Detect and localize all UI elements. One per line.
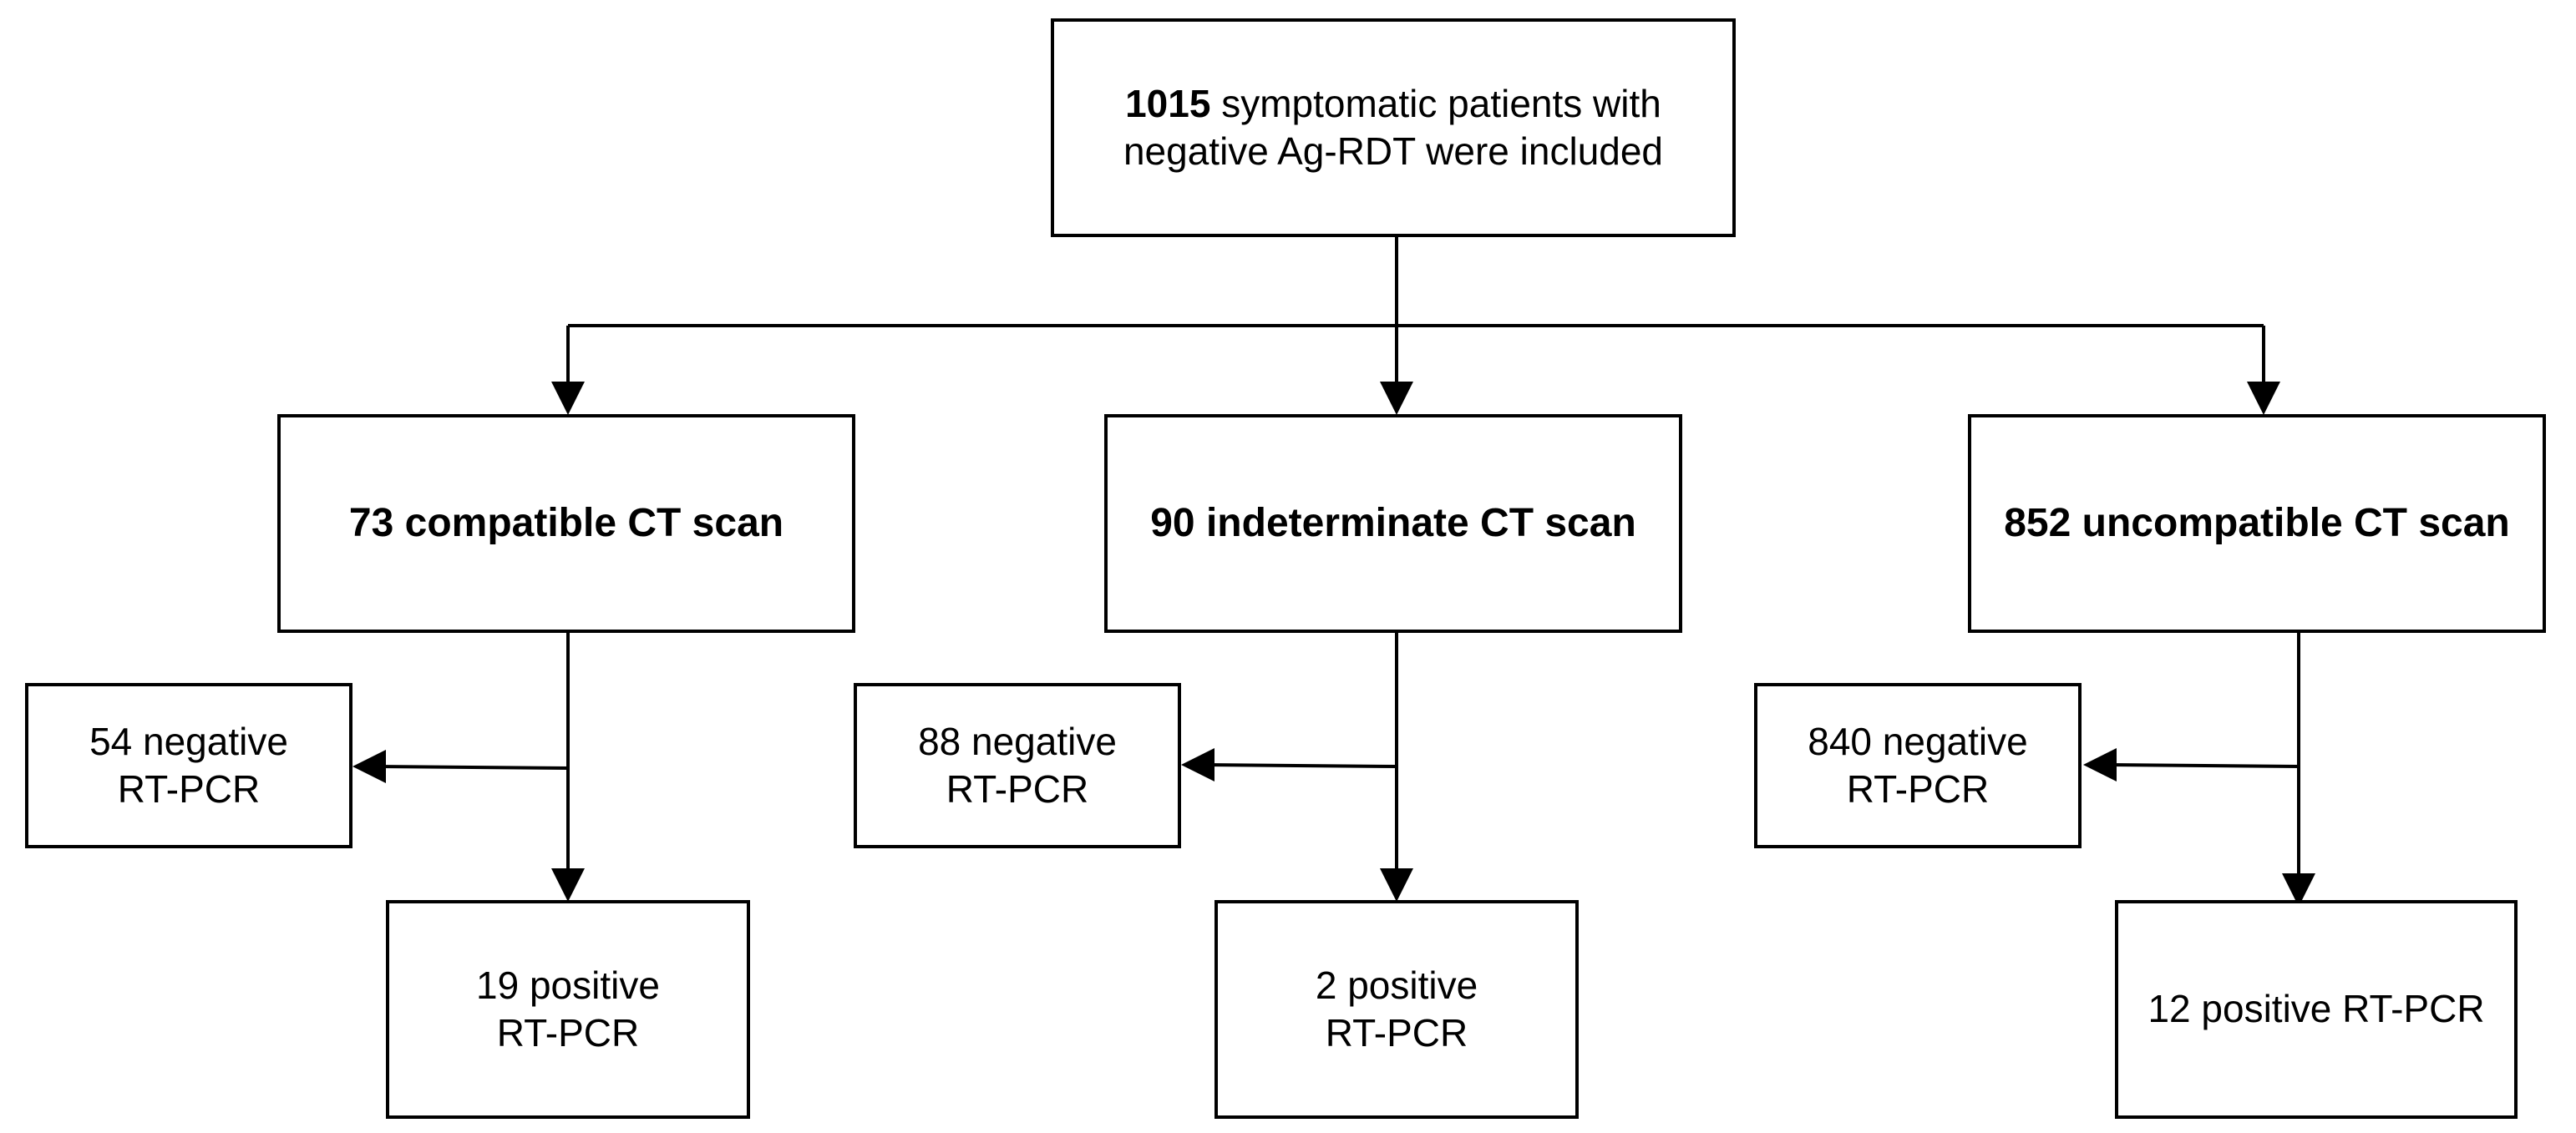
indeterminate-ct-box: 90 indeterminate CT scan [1104,414,1682,633]
connector-indeterminate-negative [1204,763,1397,768]
uncompatible-positive-text: 12 positive RT-PCR [2148,985,2484,1034]
arrowhead-compatible-positive [551,868,585,902]
uncompatible-positive-line1: 12 positive RT-PCR [2148,987,2485,1031]
compatible-negative-line2: RT-PCR [117,767,261,811]
compatible-negative-box: 54 negative RT-PCR [25,683,352,848]
indeterminate-negative-box: 88 negative RT-PCR [854,683,1181,848]
arrowhead-compatible-negative [352,750,386,783]
uncompatible-ct-box: 852 uncompatible CT scan [1968,414,2546,633]
indeterminate-negative-line2: RT-PCR [946,767,1089,811]
root-line2: negative Ag-RDT were included [1123,129,1664,173]
uncompatible-ct-label: 852 uncompatible CT scan [2004,501,2510,545]
arrowhead-indeterminate [1380,382,1413,415]
compatible-positive-box: 19 positive RT-PCR [386,900,750,1119]
root-text: 1015 symptomatic patients with negative … [1123,80,1663,176]
uncompatible-negative-text: 840 negative RT-PCR [1808,718,2027,814]
arrowhead-uncompatible-negative [2083,748,2117,781]
compatible-ct-label: 73 compatible CT scan [348,501,784,545]
root-box: 1015 symptomatic patients with negative … [1051,18,1736,237]
compatible-ct-box: 73 compatible CT scan [277,414,855,633]
uncompatible-negative-line1: 840 negative [1808,719,2028,763]
compatible-positive-text: 19 positive RT-PCR [476,962,660,1058]
uncompatible-positive-box: 12 positive RT-PCR [2115,900,2518,1119]
compatible-positive-line1: 19 positive [476,963,660,1007]
connector-uncompatible-negative [2106,763,2300,768]
indeterminate-positive-line2: RT-PCR [1325,1011,1468,1055]
connector-compatible-negative [375,765,569,770]
root-line1: symptomatic patients with [1221,81,1661,125]
indeterminate-positive-box: 2 positive RT-PCR [1214,900,1579,1119]
indeterminate-ct-label: 90 indeterminate CT scan [1150,501,1636,545]
arrowhead-indeterminate-negative [1181,748,1214,781]
arrowhead-uncompatible [2247,382,2280,415]
indeterminate-negative-text: 88 negative RT-PCR [918,718,1117,814]
uncompatible-negative-box: 840 negative RT-PCR [1754,683,2082,848]
compatible-negative-text: 54 negative RT-PCR [89,718,288,814]
compatible-negative-line1: 54 negative [89,719,288,763]
indeterminate-positive-line1: 2 positive [1315,963,1478,1007]
indeterminate-negative-line1: 88 negative [918,719,1117,763]
arrowhead-compatible [551,382,585,415]
arrowhead-uncompatible-positive [2282,873,2315,907]
compatible-positive-line2: RT-PCR [496,1011,640,1055]
root-count: 1015 [1125,81,1211,125]
indeterminate-positive-text: 2 positive RT-PCR [1316,962,1478,1058]
uncompatible-negative-line2: RT-PCR [1846,767,1990,811]
arrowhead-indeterminate-positive [1380,868,1413,902]
